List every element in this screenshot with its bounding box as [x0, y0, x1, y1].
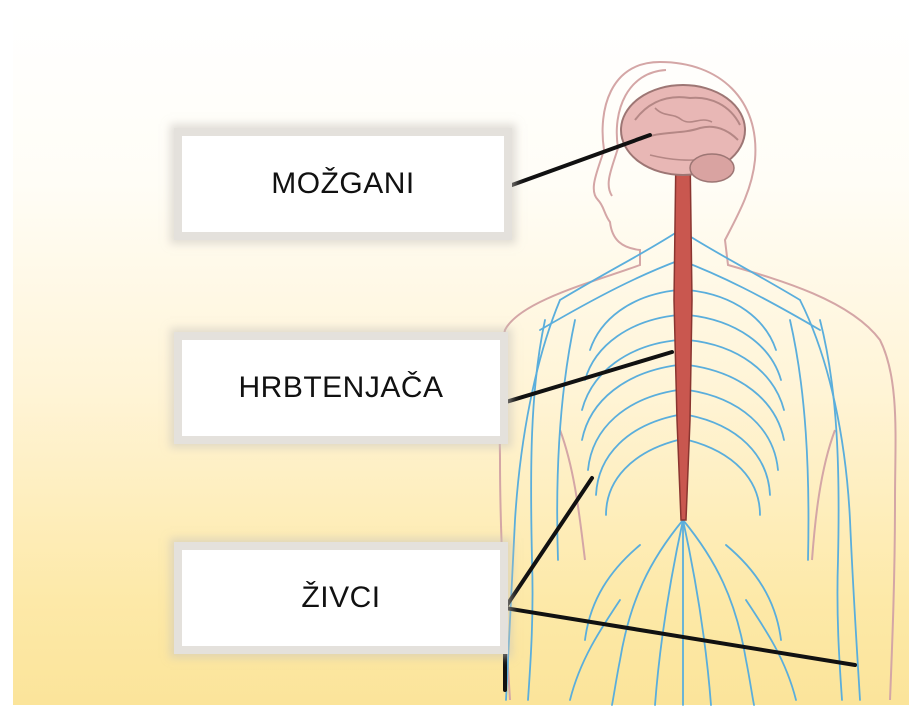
- leader-line-nerves-arm: [505, 478, 592, 608]
- spinal-cord-illustration: [674, 150, 692, 520]
- leader-line-nerves-leg: [505, 608, 855, 665]
- leader-line-spinal-cord: [506, 352, 672, 402]
- label-brain: MOŽGANI: [271, 167, 415, 201]
- brain-illustration: [621, 85, 745, 182]
- leader-line-brain: [512, 135, 650, 185]
- label-nerves: ŽIVCI: [301, 581, 380, 615]
- label-box-nerves: ŽIVCI: [174, 542, 508, 654]
- label-box-brain: MOŽGANI: [174, 128, 512, 240]
- label-box-spinal-cord: HRBTENJAČA: [174, 332, 508, 444]
- label-spinal-cord: HRBTENJAČA: [238, 371, 443, 405]
